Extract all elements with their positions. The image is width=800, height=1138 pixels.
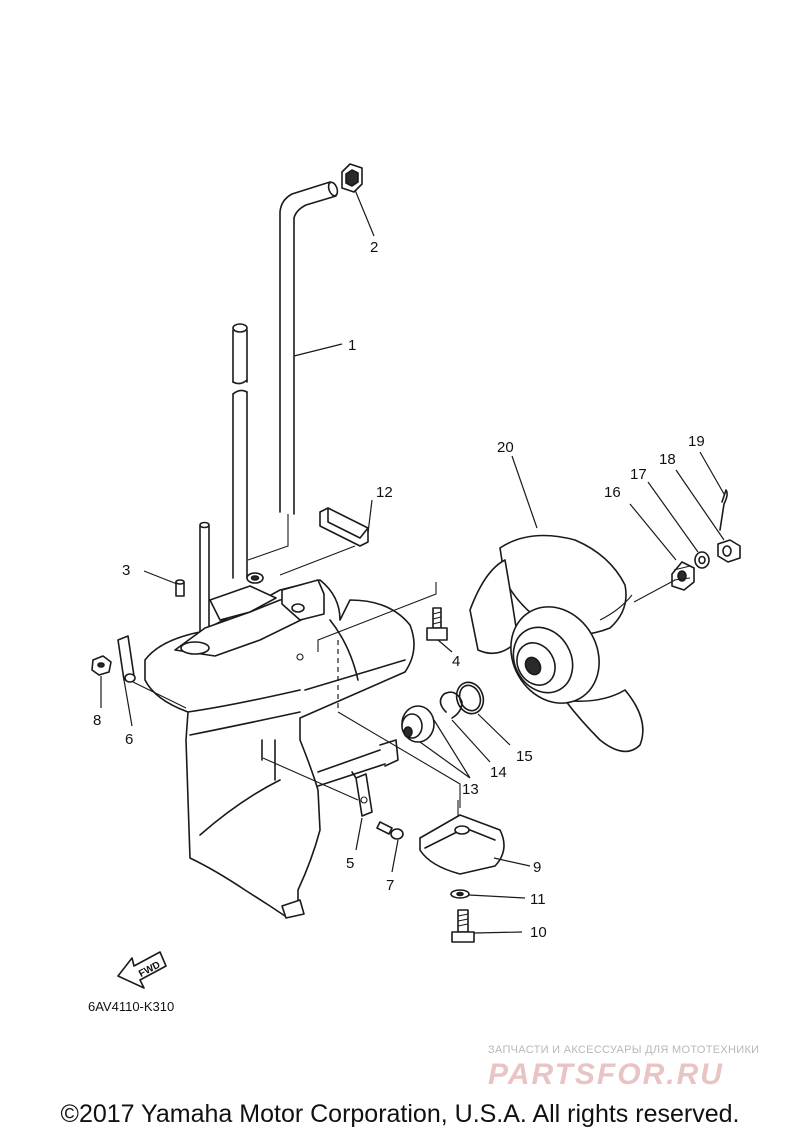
callout-18: 18: [659, 451, 676, 468]
callout-12: 12: [376, 484, 393, 501]
part-12-plate: [319, 507, 369, 547]
part-2-grommet: [341, 163, 363, 193]
part-20-propeller: [469, 534, 644, 753]
part-9-anode: [419, 814, 505, 875]
callout-14: 14: [490, 764, 507, 781]
callout-16: 16: [604, 484, 621, 501]
fwd-arrow-icon: FWD: [117, 951, 167, 989]
part-1-water-tube: [279, 181, 339, 515]
part-3-pin: [175, 579, 185, 597]
watermark-tagline: ЗАПЧАСТИ И АКСЕССУАРЫ ДЛЯ МОТОТЕХНИКИ: [488, 1044, 760, 1056]
part-5-anode-clip: [351, 771, 373, 817]
callout-10: 10: [530, 924, 547, 941]
part-13-housing: [401, 705, 435, 743]
diagram-code: 6AV4110-K310: [88, 999, 174, 1014]
callout-5: 5: [346, 855, 354, 872]
part-16-spacer: [671, 561, 695, 591]
callout-6: 6: [125, 731, 133, 748]
assembly-lines: [132, 514, 676, 816]
callout-8: 8: [93, 712, 101, 729]
part-7-screw: [376, 821, 404, 840]
callout-20: 20: [497, 439, 514, 456]
copyright-notice: ©2017 Yamaha Motor Corporation, U.S.A. A…: [60, 1100, 740, 1128]
callout-3: 3: [122, 562, 130, 579]
drive-shaft: [232, 323, 248, 579]
callout-2: 2: [370, 239, 378, 256]
part-10-bolt: [451, 909, 475, 943]
part-11-washer: [450, 889, 470, 899]
callout-9: 9: [533, 859, 541, 876]
callout-15: 15: [516, 748, 533, 765]
part-15-o-ring: [455, 681, 485, 715]
callout-7: 7: [386, 877, 394, 894]
watermark-logo: PARTSFOR.RU: [488, 1058, 724, 1091]
part-18-prop-nut: [717, 539, 741, 563]
callout-17: 17: [630, 466, 647, 483]
callout-11: 11: [530, 891, 546, 908]
part-14-circlip: [439, 691, 463, 719]
part-8-nut: [91, 655, 112, 676]
part-17-washer: [694, 551, 710, 569]
callout-4: 4: [452, 653, 460, 670]
part-4-bolt: [426, 607, 448, 641]
lower-casing: [144, 572, 415, 919]
shift-rod: [199, 521, 210, 639]
callout-19: 19: [688, 433, 705, 450]
part-6-bracket: [117, 635, 136, 683]
leader-lines: [100, 189, 725, 934]
callout-13: 13: [462, 781, 479, 798]
callout-1: 1: [348, 337, 356, 354]
callout-numbers: 1 2 3 4 5 6 7 8 9 10 11 12 13 14 15 16 1…: [93, 239, 705, 941]
part-19-cotter-pin: [719, 489, 728, 531]
